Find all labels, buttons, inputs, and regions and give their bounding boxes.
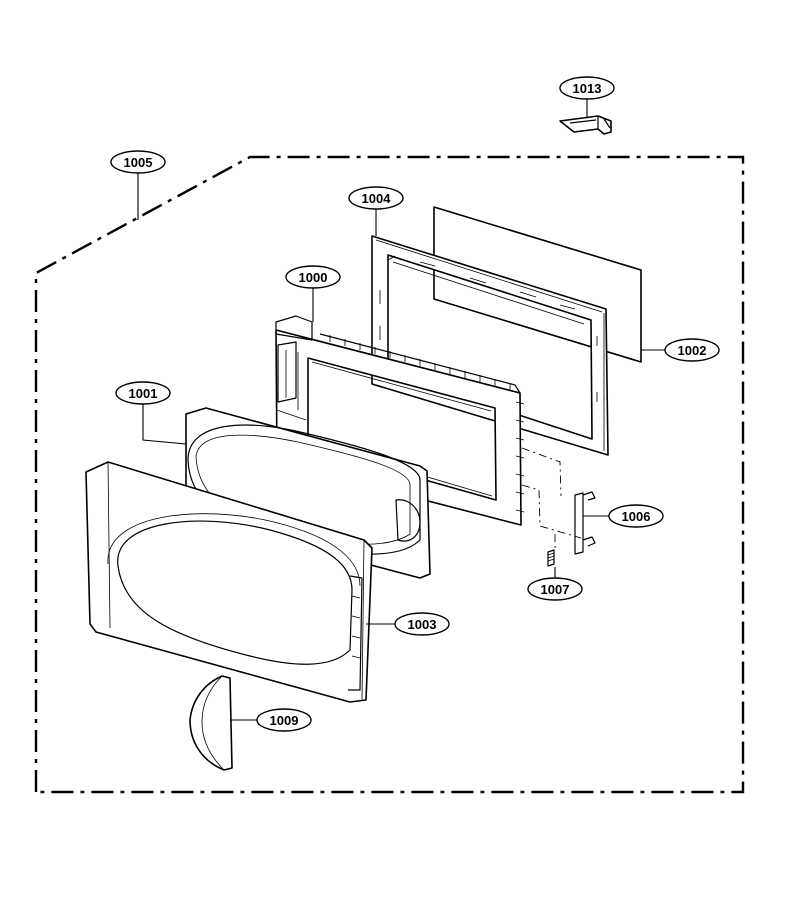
part-1013-latch-clip	[559, 115, 612, 135]
callout-1006: 1006	[608, 504, 664, 528]
callout-1003: 1003	[394, 612, 450, 636]
callout-1007: 1007	[527, 577, 583, 601]
callout-1009: 1009	[256, 708, 312, 732]
callout-label: 1001	[129, 386, 158, 401]
callout-1005: 1005	[110, 150, 166, 174]
callout-label: 1002	[678, 343, 707, 358]
part-1003-door-front	[85, 461, 373, 703]
callout-1000: 1000	[285, 265, 341, 289]
callout-1001: 1001	[115, 381, 171, 405]
part-1004-door-frame	[371, 235, 609, 456]
callout-1002: 1002	[664, 338, 720, 362]
assembly-boundary	[34, 155, 745, 794]
leader-1001	[142, 404, 187, 445]
callout-label: 1003	[408, 617, 437, 632]
part-1007-spring	[547, 549, 555, 567]
callout-label: 1007	[541, 582, 570, 597]
callout-label: 1009	[270, 713, 299, 728]
callout-label: 1005	[124, 155, 153, 170]
callout-label: 1000	[299, 270, 328, 285]
callout-1004: 1004	[348, 186, 404, 210]
callout-label: 1006	[622, 509, 651, 524]
assembly-line-latch	[521, 447, 582, 552]
callout-1013: 1013	[559, 76, 615, 100]
callout-label: 1004	[362, 191, 392, 206]
part-1006-latch-hook	[574, 491, 596, 555]
part-1009-door-handle	[189, 675, 233, 771]
callout-label: 1013	[573, 81, 602, 96]
part-1002-glass-panel	[433, 206, 642, 363]
